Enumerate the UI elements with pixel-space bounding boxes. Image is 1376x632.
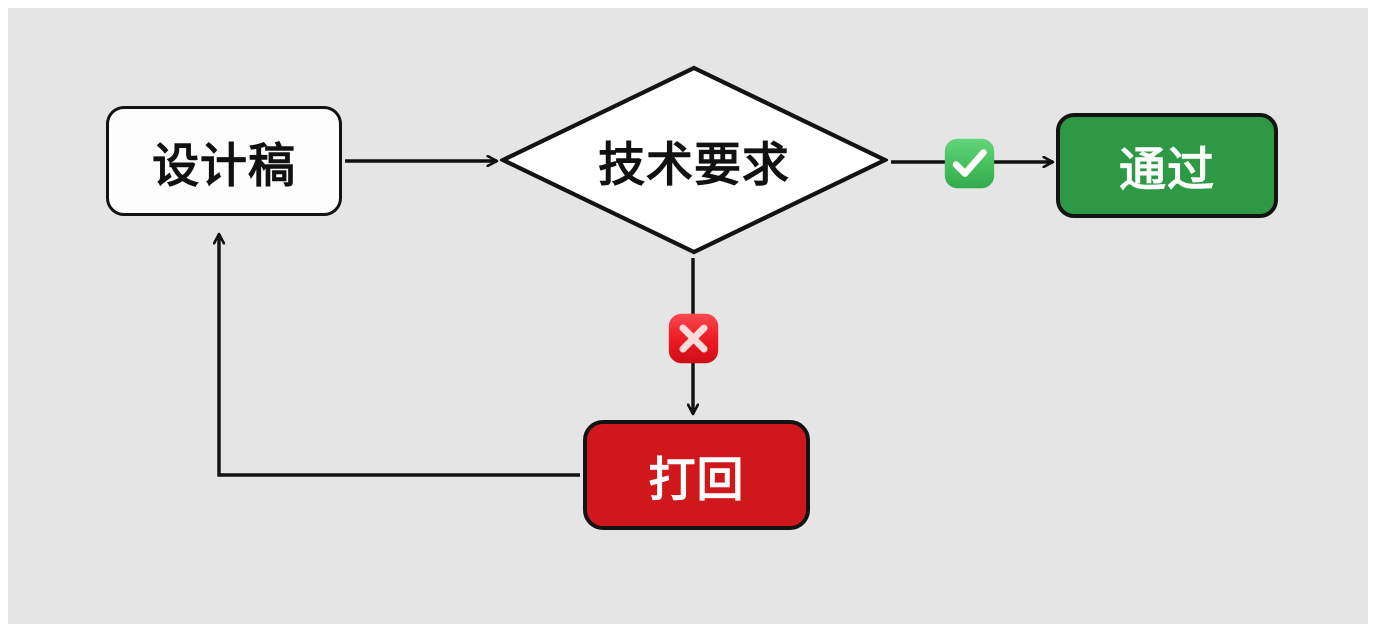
node-pass-label: 通过 [1119,143,1215,198]
node-draft-label: 设计稿 [152,138,296,194]
node-decision[interactable]: 技术要求 [500,65,888,255]
cross-mark-icon [668,313,719,364]
white-heavy-check-mark-icon [944,138,995,189]
diamond-shape [500,65,888,255]
node-decision-label: 技术要求 [598,137,790,193]
node-reject-label: 打回 [648,452,745,508]
node-reject[interactable]: 打回 [583,420,810,530]
node-pass[interactable]: 通过 [1056,113,1278,218]
edge-reject-to-draft [219,234,580,477]
node-draft[interactable]: 设计稿 [106,106,342,216]
